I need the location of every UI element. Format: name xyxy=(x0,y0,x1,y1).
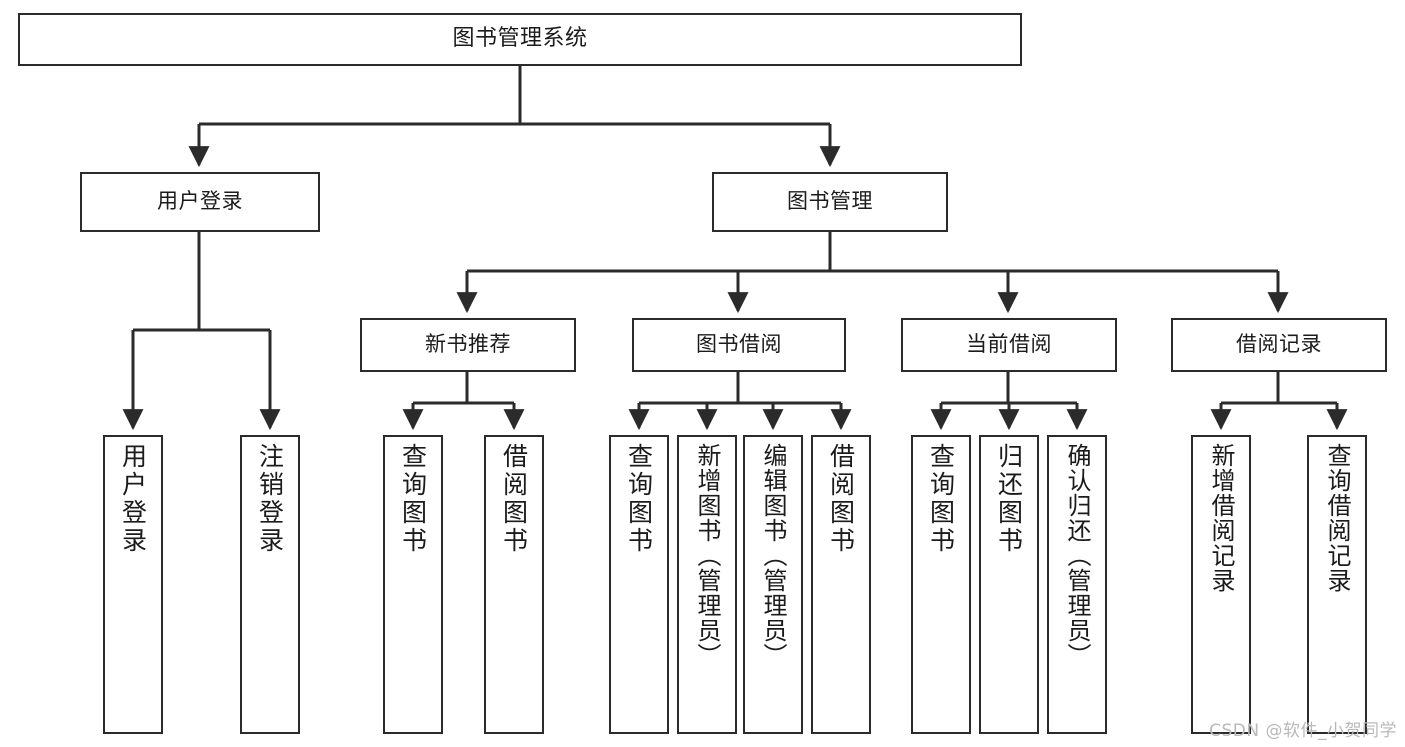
node-leaf-borrow-book[interactable]: 借阅图书 xyxy=(811,435,871,734)
node-label: 查询图书 xyxy=(398,443,428,555)
node-label: 借阅记录 xyxy=(1236,332,1322,357)
node-label: 查询图书 xyxy=(926,443,956,555)
node-leaf-user-login[interactable]: 用户登录 xyxy=(103,435,163,734)
node-leaf-user-logout[interactable]: 注销登录 xyxy=(240,435,300,734)
node-label: 用户登录 xyxy=(157,189,243,214)
node-label: 确认归还（管理员） xyxy=(1063,443,1091,668)
node-new-book-recommend[interactable]: 新书推荐 xyxy=(360,318,576,372)
node-label: 图书管理 xyxy=(787,189,873,214)
node-borrow-record[interactable]: 借阅记录 xyxy=(1171,318,1387,372)
node-label: 借阅图书 xyxy=(826,443,856,555)
node-leaf-query-book-borrow[interactable]: 查询图书 xyxy=(609,435,669,734)
node-label: 注销登录 xyxy=(255,443,285,555)
node-label: 新增借阅记录 xyxy=(1207,443,1235,593)
node-label: 用户登录 xyxy=(118,443,148,555)
node-label: 新书推荐 xyxy=(425,332,511,357)
node-label: 查询图书 xyxy=(624,443,654,555)
node-label: 图书借阅 xyxy=(696,332,782,357)
node-label: 当前借阅 xyxy=(966,332,1052,357)
node-label: 借阅图书 xyxy=(499,443,529,555)
node-book-borrow[interactable]: 图书借阅 xyxy=(632,318,846,372)
node-leaf-confirm-return-admin[interactable]: 确认归还（管理员） xyxy=(1047,435,1107,734)
node-label: 归还图书 xyxy=(994,443,1024,555)
node-label: 查询借阅记录 xyxy=(1323,443,1351,593)
node-label: 新增图书（管理员） xyxy=(693,443,721,668)
node-leaf-query-book-new[interactable]: 查询图书 xyxy=(383,435,443,734)
node-leaf-query-book-current[interactable]: 查询图书 xyxy=(911,435,971,734)
node-current-borrow[interactable]: 当前借阅 xyxy=(901,318,1117,372)
node-user-login[interactable]: 用户登录 xyxy=(80,172,320,232)
node-leaf-query-borrow-record[interactable]: 查询借阅记录 xyxy=(1307,435,1367,734)
node-book-management[interactable]: 图书管理 xyxy=(712,172,948,232)
node-leaf-borrow-book-new[interactable]: 借阅图书 xyxy=(484,435,544,734)
node-root-system[interactable]: 图书管理系统 xyxy=(18,13,1022,66)
node-leaf-add-book-admin[interactable]: 新增图书（管理员） xyxy=(677,435,737,734)
node-label: 编辑图书（管理员） xyxy=(759,443,787,668)
node-leaf-return-book[interactable]: 归还图书 xyxy=(979,435,1039,734)
node-label: 图书管理系统 xyxy=(452,26,588,52)
node-leaf-edit-book-admin[interactable]: 编辑图书（管理员） xyxy=(743,435,803,734)
node-leaf-add-borrow-record[interactable]: 新增借阅记录 xyxy=(1191,435,1251,734)
